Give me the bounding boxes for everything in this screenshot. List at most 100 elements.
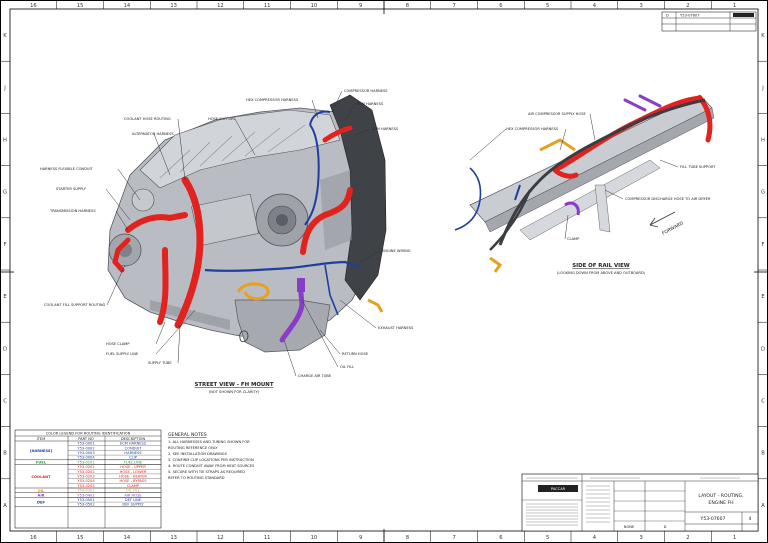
inset-view-subtitle: (LOOKING DOWN FROM ABOVE AND OUTBOARD) bbox=[557, 271, 646, 275]
title-block: PACCAR LAYOUT - ROUTING, ENGINE FH Y53-0… bbox=[521, 473, 759, 532]
drawing-title-line2: ENGINE FH bbox=[708, 500, 733, 506]
legend-header-partno: PART NO bbox=[78, 437, 94, 441]
note-line: 5. SECURE WITH TIE STRAPS AS REQUIRED bbox=[168, 470, 245, 474]
zone-col-bottom: 6 bbox=[499, 535, 502, 541]
cross-tube bbox=[519, 159, 661, 241]
notes-heading: GENERAL NOTES bbox=[168, 432, 207, 438]
note-line: ROUTING REFERENCE ONLY bbox=[168, 446, 218, 450]
zone-col-bottom: 4 bbox=[593, 535, 597, 541]
zone-row-right: J bbox=[761, 85, 764, 91]
callout-label: COMPRESSOR HARNESS bbox=[344, 89, 388, 93]
zone-col-top: 5 bbox=[546, 3, 549, 9]
inset-callout-label: HEX COMPRESSOR HARNESS bbox=[506, 127, 559, 131]
zone-col-top: 9 bbox=[359, 3, 362, 9]
zone-col-bottom: 16 bbox=[30, 535, 37, 541]
legend-description: HOSE - HEATER bbox=[119, 475, 147, 479]
callout-label: COOLANT FILL SUPPORT ROUTING bbox=[44, 303, 106, 307]
zone-col-bottom: 9 bbox=[359, 535, 362, 541]
legend-part-no: Y53-0001 bbox=[77, 442, 94, 446]
legend-description: ECM HARNESS bbox=[120, 442, 147, 446]
zone-row-left: E bbox=[3, 294, 6, 300]
flywheel-housing bbox=[329, 94, 387, 301]
revision-number: Y53-07607 bbox=[680, 14, 700, 18]
callout-label: FUEL SUPPLY LINE bbox=[106, 352, 139, 356]
alternator bbox=[131, 188, 155, 212]
rail-orange-tube bbox=[539, 138, 576, 152]
callout-label: RETURN HOSE bbox=[342, 352, 369, 356]
engine-view bbox=[107, 94, 387, 353]
legend-group-name: OIL bbox=[38, 489, 45, 493]
callout-label: ENGINE WIRING bbox=[382, 249, 411, 253]
inset-callout-label: CLAMP bbox=[567, 237, 580, 241]
zone-col-top: 12 bbox=[217, 3, 224, 9]
main-view-subtitle: (NOT SHOWN FOR CLARITY) bbox=[209, 390, 260, 394]
coolant-hose-left bbox=[112, 237, 131, 273]
zone-row-right: G bbox=[761, 190, 765, 196]
legend-description: AIR HOSE bbox=[124, 493, 142, 497]
drawing-title-line1: LAYOUT - ROUTING, bbox=[698, 493, 744, 499]
zone-col-bottom: 8 bbox=[406, 535, 409, 541]
note-line: 1. ALL HARNESSES AND TUBING SHOWN FOR bbox=[168, 440, 250, 444]
zone-col-top: 8 bbox=[406, 3, 409, 9]
legend-description: HOSE - LOWER bbox=[120, 470, 147, 474]
zone-row-right: E bbox=[761, 294, 764, 300]
legend-part-no: Y53-0204 bbox=[77, 479, 95, 483]
zone-row-left: B bbox=[3, 451, 7, 457]
legend-part-no: Y53-0502 bbox=[77, 503, 94, 507]
legend-description: CONDUIT bbox=[125, 446, 142, 450]
coolant-hose-lower bbox=[157, 247, 169, 325]
note-line: 3. CONFIRM CLIP LOCATIONS PER INSTRUCTIO… bbox=[168, 458, 254, 462]
zone-row-right: B bbox=[761, 451, 765, 457]
zone-row-left: G bbox=[3, 190, 7, 196]
zone-row-left: J bbox=[3, 85, 6, 91]
zone-row-right: C bbox=[761, 399, 765, 405]
note-line: 2. SEE INSTALLATION DRAWINGS bbox=[168, 452, 228, 456]
zone-col-bottom: 2 bbox=[686, 535, 689, 541]
forward-arrow bbox=[649, 211, 676, 228]
main-view-title: STREET VIEW - FH MOUNT bbox=[194, 382, 273, 388]
zone-col-top: 14 bbox=[124, 3, 131, 9]
legend-group-name: COOLANT bbox=[31, 475, 51, 479]
zone-row-right: F bbox=[762, 242, 765, 248]
coolant-hose-top-rear bbox=[322, 125, 353, 143]
color-legend-table: COLOR LEGEND FOR ROUTING IDENTIFICATION … bbox=[14, 429, 162, 529]
legend-part-no: Y53-0301 bbox=[77, 489, 94, 493]
intake-manifold bbox=[191, 193, 259, 247]
legend-part-no: Y53-0501 bbox=[77, 498, 94, 502]
zone-row-right: D bbox=[761, 346, 765, 352]
sheet-size: D bbox=[664, 525, 667, 529]
rail-purple-hose bbox=[623, 94, 662, 112]
legend-group-name: DEF bbox=[37, 501, 45, 505]
callout-label: HOSE CLAMP bbox=[106, 342, 130, 346]
callout-label: OIL FILL bbox=[340, 365, 354, 369]
zone-row-left: C bbox=[3, 399, 7, 405]
callout-label: EXHAUST HARNESS bbox=[378, 326, 414, 330]
zone-col-bottom: 3 bbox=[639, 535, 642, 541]
zone-col-bottom: 15 bbox=[77, 535, 84, 541]
callout-label: HEX COMPRESSOR HARNESS bbox=[246, 98, 299, 102]
zone-col-top: 3 bbox=[639, 3, 642, 9]
dipstick-handle bbox=[239, 330, 249, 342]
harness-loop bbox=[309, 110, 331, 126]
zone-col-top: 6 bbox=[499, 3, 502, 9]
legend-description: CLIP bbox=[129, 456, 138, 460]
zone-row-left: F bbox=[4, 242, 7, 248]
general-notes: GENERAL NOTES 1. ALL HARNESSES AND TUBIN… bbox=[168, 432, 255, 480]
zone-col-bottom: 10 bbox=[311, 535, 318, 541]
zone-col-bottom: 14 bbox=[124, 535, 131, 541]
legend-group-name: AIR bbox=[38, 494, 45, 498]
ecm-harness bbox=[204, 260, 361, 272]
zone-col-top: 11 bbox=[264, 3, 271, 9]
revision-box: Y53-07607 D bbox=[661, 11, 757, 32]
legend-part-no: Y53-0101 bbox=[77, 460, 94, 464]
inset-view-title: SIDE OF RAIL VIEW bbox=[572, 263, 630, 269]
zone-col-bottom: 13 bbox=[170, 535, 177, 541]
legend-part-no: Y53-0003 bbox=[77, 451, 94, 455]
legend-group-name: [HARNESS] bbox=[30, 449, 53, 453]
legend-part-no: Y53-0205 bbox=[77, 484, 94, 488]
zone-row-left: D bbox=[3, 346, 7, 352]
zone-col-top: 13 bbox=[170, 3, 177, 9]
